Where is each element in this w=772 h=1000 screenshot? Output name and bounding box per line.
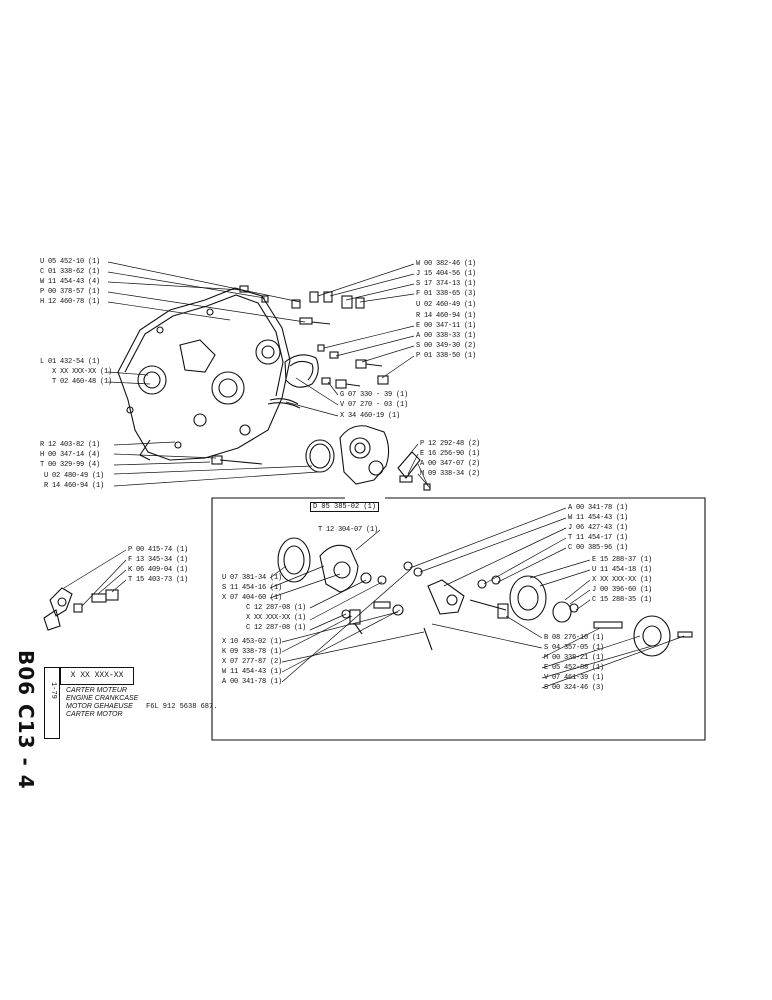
part-label: C 00 385-96 (1) <box>568 544 629 552</box>
part-label: C 01 338-62 (1) <box>40 268 101 276</box>
part-label: T 02 460-48 (1) <box>52 378 113 386</box>
title-block: X XX XXX-XX CARTER MOTEUR ENGINE CRANKCA… <box>60 667 255 737</box>
sheet-code-tag: B06 C13 - 4 <box>14 650 46 790</box>
part-label: C 12 287-08 (1) <box>246 604 307 612</box>
part-label: W 11 454-43 (4) <box>40 278 101 286</box>
part-label: A 00 347-07 (2) <box>420 460 481 468</box>
part-label: H 00 347-14 (4) <box>40 451 101 459</box>
part-label: T 12 304-07 (1) <box>318 526 379 534</box>
reference-box: X XX XXX-XX <box>60 667 134 685</box>
part-label: K 09 338-78 (1) <box>222 648 283 656</box>
title-en: ENGINE CRANKCASE <box>66 695 139 702</box>
part-label: X XX XXX-XX (1) <box>52 368 113 376</box>
part-label: A 00 341-78 (1) <box>222 678 283 686</box>
part-label: X 07 277-87 (2) <box>222 658 283 666</box>
part-label: H 12 460-78 (1) <box>40 298 101 306</box>
part-label: P 12 292-48 (2) <box>420 440 481 448</box>
part-label: S 17 374-13 (1) <box>416 280 477 288</box>
engine-type: F6L 912 5638 687. <box>146 703 218 711</box>
part-label: V 07 270 - 03 (1) <box>340 401 409 409</box>
part-label: X XX XXX-XX (1) <box>246 614 307 622</box>
part-label: J 00 396-60 (1) <box>592 586 653 594</box>
part-label: A 00 341-78 (1) <box>568 504 629 512</box>
sheet-date: 1-79 <box>49 682 57 699</box>
part-label: M 09 338-34 (2) <box>420 470 481 478</box>
oil-pump-drawing <box>339 425 431 491</box>
part-label: C 15 288-35 (1) <box>592 596 653 604</box>
part-label: E 16 256-90 (1) <box>420 450 481 458</box>
title-fr: CARTER MOTEUR <box>66 687 127 694</box>
part-label: U 02 480-49 (1) <box>44 472 105 480</box>
part-label: P 00 378-57 (1) <box>40 288 101 296</box>
part-label: S 04 357-05 (1) <box>544 644 605 652</box>
cover-fasteners-drawing <box>211 285 389 473</box>
part-label: S 00 349-30 (2) <box>416 342 477 350</box>
part-label: U 11 454-18 (1) <box>592 566 653 574</box>
part-label: E 15 288-37 (1) <box>592 556 653 564</box>
part-label: M 00 338-21 (1) <box>544 654 605 662</box>
part-label: W 11 454-43 (1) <box>222 668 283 676</box>
leader-lines <box>63 261 685 689</box>
part-label: S 00 324-46 (3) <box>544 684 605 692</box>
part-label: L 01 432-54 (1) <box>40 358 101 366</box>
part-label: T 15 403-73 (1) <box>128 576 189 584</box>
crankcase-cover-drawing <box>117 287 291 461</box>
title-es: CARTER MOTOR <box>66 711 123 718</box>
part-label: X 10 453-02 (1) <box>222 638 283 646</box>
part-label: E 05 452-88 (1) <box>544 664 605 672</box>
part-label: F 13 345-34 (1) <box>128 556 189 564</box>
part-label: X 34 460-19 (1) <box>340 412 401 420</box>
part-label: U 05 452-10 (1) <box>40 258 101 266</box>
part-label: T 11 454-17 (1) <box>568 534 629 542</box>
part-label: W 11 454-43 (1) <box>568 514 629 522</box>
part-label: P 00 415-74 (1) <box>128 546 189 554</box>
part-label: G 07 330 - 39 (1) <box>340 391 409 399</box>
part-label: R 14 460-94 (1) <box>44 482 105 490</box>
part-label: T 00 329-99 (4) <box>40 461 101 469</box>
part-label: C 12 287-08 (1) <box>246 624 307 632</box>
part-label: U 07 381-34 (1) <box>222 574 283 582</box>
part-label: E 00 347-11 (1) <box>416 322 477 330</box>
part-label: W 00 382-46 (1) <box>416 260 477 268</box>
sheet-code: B06 C13 - 4 <box>14 650 38 790</box>
part-label: R 14 460-94 (1) <box>416 312 477 320</box>
part-label: X 07 404-60 (1) <box>222 594 283 602</box>
part-label: X XX XXX-XX (1) <box>592 576 653 584</box>
part-label: F 01 338-65 (3) <box>416 290 477 298</box>
part-label: B 08 276-10 (1) <box>544 634 605 642</box>
small-group-drawing <box>43 587 119 631</box>
subframe-border <box>211 497 706 741</box>
boxed-part-label: D 05 385-02 (1) <box>310 502 380 512</box>
drive-group-drawing <box>277 537 693 657</box>
part-label: J 15 404-56 (1) <box>416 270 477 278</box>
part-label: A 00 338-33 (1) <box>416 332 477 340</box>
part-label: S 11 454-16 (1) <box>222 584 283 592</box>
part-label: K 06 409-04 (1) <box>128 566 189 574</box>
title-de: MOTOR GEHAEUSE <box>66 703 133 710</box>
date-box: 1-79 <box>44 667 60 739</box>
part-label: P 01 338-50 (1) <box>416 352 477 360</box>
part-label: V 07 461-39 (1) <box>544 674 605 682</box>
part-label: R 12 403-82 (1) <box>40 441 101 449</box>
part-label: U 02 460-49 (1) <box>416 301 477 309</box>
part-label: J 06 427-43 (1) <box>568 524 629 532</box>
